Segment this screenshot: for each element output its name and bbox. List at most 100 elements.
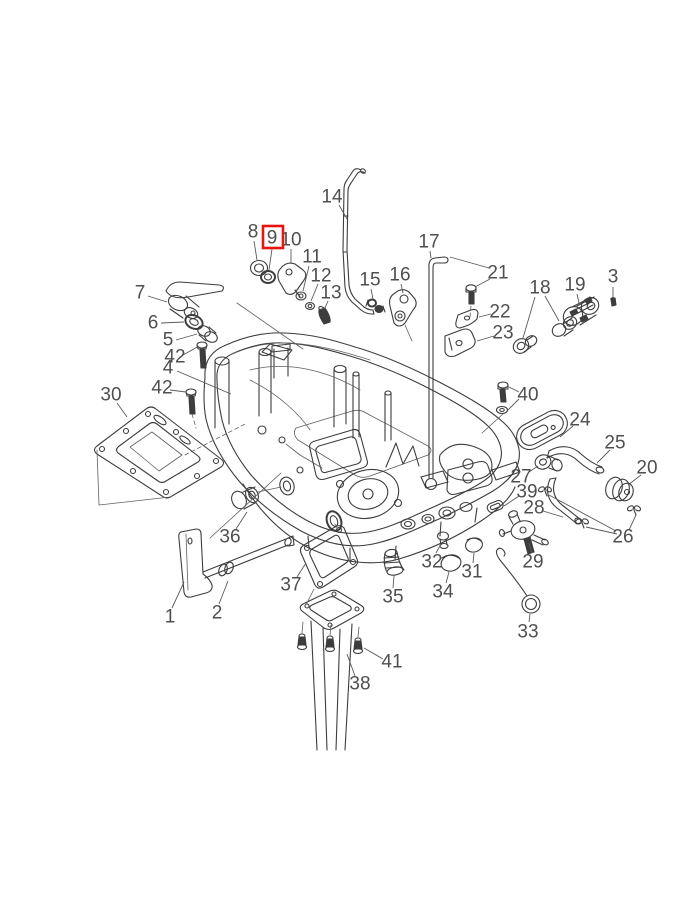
leader-line-36 bbox=[235, 511, 248, 530]
part-20-grommet-art bbox=[605, 476, 634, 502]
part-14-link-rod-art bbox=[342, 168, 375, 315]
callout-22[interactable]: 22 bbox=[489, 302, 510, 323]
highlight-box-part-9 bbox=[261, 224, 285, 250]
part-30-gasket-art bbox=[93, 406, 225, 499]
callout-42a[interactable]: 42 bbox=[164, 347, 185, 368]
leader-line-12 bbox=[310, 283, 319, 302]
callout-27[interactable]: 27 bbox=[510, 467, 531, 488]
callout-35[interactable]: 35 bbox=[382, 587, 403, 608]
callout-32[interactable]: 32 bbox=[421, 552, 442, 573]
callout-41[interactable]: 41 bbox=[381, 652, 402, 673]
part-15-clamp-art bbox=[365, 298, 386, 314]
part-39-seal-art bbox=[486, 499, 504, 513]
part-34-plug-art bbox=[440, 554, 462, 572]
leader-line-33 bbox=[528, 613, 531, 623]
callout-42b[interactable]: 42 bbox=[151, 378, 172, 399]
leader-line-8 bbox=[253, 240, 258, 261]
part-25-hose-art bbox=[546, 446, 605, 475]
leader-line-16 bbox=[400, 283, 404, 294]
leader-line-13 bbox=[323, 300, 329, 311]
callout-9[interactable]: 9 bbox=[267, 228, 278, 249]
callout-20[interactable]: 20 bbox=[636, 458, 657, 479]
part-18-bushings-art bbox=[512, 316, 578, 354]
callout-34[interactable]: 34 bbox=[432, 582, 454, 603]
part-24-grommet-pad-art bbox=[516, 409, 568, 451]
callout-26[interactable]: 26 bbox=[612, 527, 633, 548]
callout-39[interactable]: 39 bbox=[516, 482, 537, 503]
leader-line-17 bbox=[429, 250, 432, 259]
part-8-grommet-art bbox=[249, 259, 269, 277]
part-21-bolt-art bbox=[465, 284, 477, 318]
callout-19[interactable]: 19 bbox=[564, 275, 585, 296]
leader-line-31 bbox=[472, 552, 475, 564]
leader-line-41 bbox=[363, 647, 384, 660]
callout-2[interactable]: 2 bbox=[212, 603, 223, 624]
leader-line-9 bbox=[268, 248, 273, 271]
leader-line-23 bbox=[476, 335, 495, 342]
leader-line-40 bbox=[507, 398, 520, 411]
callout-38[interactable]: 38 bbox=[349, 674, 370, 695]
leader-line-38 bbox=[346, 653, 356, 677]
callout-33[interactable]: 33 bbox=[517, 622, 538, 643]
part-38-exhaust-tube-art bbox=[299, 589, 365, 751]
callout-3[interactable]: 3 bbox=[608, 267, 619, 288]
callout-28[interactable]: 28 bbox=[523, 498, 544, 519]
leader-line-14 bbox=[338, 204, 348, 220]
leader-line-15 bbox=[370, 288, 374, 300]
callout-6[interactable]: 6 bbox=[148, 313, 159, 334]
part-2-shaft-art bbox=[202, 535, 295, 579]
part-33-starter-knob-art bbox=[495, 547, 541, 614]
leader-line-34 bbox=[445, 571, 450, 584]
callout-18[interactable]: 18 bbox=[529, 278, 550, 299]
leader-line-5 bbox=[175, 333, 198, 341]
leader-line-26 bbox=[628, 514, 637, 531]
callout-23[interactable]: 23 bbox=[492, 323, 513, 344]
callout-16[interactable]: 16 bbox=[389, 265, 410, 286]
callout-8[interactable]: 8 bbox=[248, 222, 259, 243]
callout-4[interactable]: 4 bbox=[163, 358, 174, 379]
leader-line-42a bbox=[182, 345, 200, 356]
callout-10[interactable]: 10 bbox=[280, 230, 301, 251]
part-17-shift-rod-art bbox=[420, 256, 449, 491]
callout-15[interactable]: 15 bbox=[359, 270, 380, 291]
part-26-clips-art bbox=[538, 486, 641, 529]
part-1-handle-art bbox=[178, 528, 213, 598]
leader-line-11 bbox=[302, 265, 310, 292]
callout-29[interactable]: 29 bbox=[522, 552, 543, 573]
callout-37[interactable]: 37 bbox=[280, 575, 301, 596]
part-37-exhaust-gasket-art bbox=[299, 525, 359, 589]
callout-17[interactable]: 17 bbox=[418, 232, 439, 253]
callout-13[interactable]: 13 bbox=[320, 283, 341, 304]
callout-1[interactable]: 1 bbox=[165, 607, 176, 628]
part-29-fuel-cock-art bbox=[498, 510, 549, 555]
leader-line-6 bbox=[160, 321, 185, 324]
callout-14[interactable]: 14 bbox=[321, 187, 343, 208]
callout-40[interactable]: 40 bbox=[517, 385, 538, 406]
leader-line-40 bbox=[508, 386, 520, 393]
leader-line-25 bbox=[596, 449, 611, 464]
leader-line-2 bbox=[218, 580, 229, 605]
part-40-bolt-nut-art bbox=[481, 381, 509, 434]
leader-line-22 bbox=[478, 313, 492, 318]
callout-25[interactable]: 25 bbox=[604, 433, 625, 454]
part-41-bolts-art bbox=[296, 621, 364, 655]
callout-7[interactable]: 7 bbox=[135, 283, 146, 304]
callout-36[interactable]: 36 bbox=[219, 527, 240, 548]
callout-24[interactable]: 24 bbox=[569, 410, 591, 431]
callout-31[interactable]: 31 bbox=[461, 562, 482, 583]
part-35-drain-plug-art bbox=[383, 548, 405, 576]
leader-line-4 bbox=[176, 370, 232, 395]
part-16-bracket-art bbox=[389, 289, 417, 342]
part-5-bushing-art bbox=[197, 325, 218, 343]
callout-5[interactable]: 5 bbox=[163, 330, 174, 351]
callout-11[interactable]: 11 bbox=[302, 247, 322, 268]
callout-21[interactable]: 21 bbox=[487, 263, 508, 284]
part-31-plug-art bbox=[465, 537, 483, 553]
leader-line-24 bbox=[559, 425, 574, 438]
leader-line-27 bbox=[528, 465, 539, 473]
callout-12[interactable]: 12 bbox=[310, 266, 331, 287]
callout-30[interactable]: 30 bbox=[100, 385, 121, 406]
part-7-clamp-lever-art bbox=[165, 281, 224, 319]
